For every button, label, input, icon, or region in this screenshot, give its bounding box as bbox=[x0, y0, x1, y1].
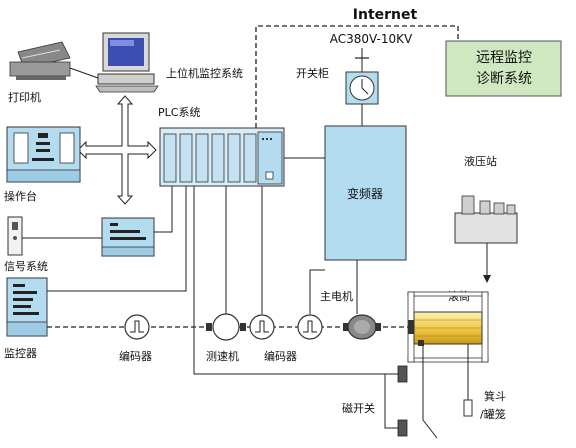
hydraulic-label: 液压站 bbox=[464, 154, 497, 168]
skip-label-1: 箕斗 bbox=[484, 389, 506, 403]
remote-diagnosis-box: 远程监控 诊断系统 bbox=[445, 40, 562, 97]
encoder-right-icon bbox=[297, 314, 323, 340]
printer-label: 打印机 bbox=[8, 90, 41, 104]
remote-line-2: 诊断系统 bbox=[476, 71, 532, 87]
encoder-left-icon bbox=[124, 314, 150, 340]
skip-label-2: /罐笼 bbox=[480, 407, 506, 421]
main-motor-label: 主电机 bbox=[320, 289, 353, 303]
main-motor-icon bbox=[343, 314, 381, 340]
console-label: 操作台 bbox=[4, 189, 37, 203]
tacho-icon bbox=[206, 313, 246, 341]
hoist-rope bbox=[422, 344, 469, 439]
printer-icon bbox=[9, 41, 71, 80]
vfd-label: 变频器 bbox=[347, 186, 383, 201]
network-arrows bbox=[77, 95, 157, 205]
vfd-box bbox=[324, 125, 407, 261]
encoder-mid-label: 编码器 bbox=[264, 349, 297, 363]
plc-rack bbox=[159, 127, 285, 187]
encoder-mid-icon bbox=[249, 314, 275, 340]
magnetic-switch-label: 磁开关 bbox=[342, 401, 375, 415]
computer-icon bbox=[95, 32, 159, 93]
monitor-label: 监控器 bbox=[4, 346, 37, 360]
switch-cabinet-label: 开关柜 bbox=[296, 66, 329, 80]
plc-label: PLC系统 bbox=[158, 106, 200, 119]
wiring bbox=[47, 186, 398, 429]
monitor-device-icon bbox=[6, 277, 48, 337]
signal-system-label: 信号系统 bbox=[4, 260, 48, 273]
signal-system-icon bbox=[7, 216, 23, 256]
internet-link bbox=[255, 25, 459, 128]
console-icon bbox=[6, 126, 81, 183]
skip-cage-icon bbox=[463, 399, 473, 417]
hydraulic-station-icon bbox=[454, 195, 518, 244]
ac-voltage-label: AC380V-10KV bbox=[330, 32, 413, 46]
tacho-label: 测速机 bbox=[206, 349, 239, 363]
remote-line-1: 远程监控 bbox=[476, 50, 532, 66]
magnetic-switch-bottom-icon bbox=[397, 419, 408, 437]
encoder-left-label: 编码器 bbox=[119, 349, 152, 363]
internet-label: Internet bbox=[353, 7, 418, 23]
magnetic-switch-top-icon bbox=[397, 365, 408, 383]
upper-monitor-label: 上位机监控系统 bbox=[166, 66, 243, 80]
printer-link bbox=[69, 67, 99, 79]
operator-panel-icon bbox=[101, 217, 155, 257]
switch-cabinet-icon bbox=[345, 48, 379, 126]
drum-icon bbox=[407, 291, 489, 363]
